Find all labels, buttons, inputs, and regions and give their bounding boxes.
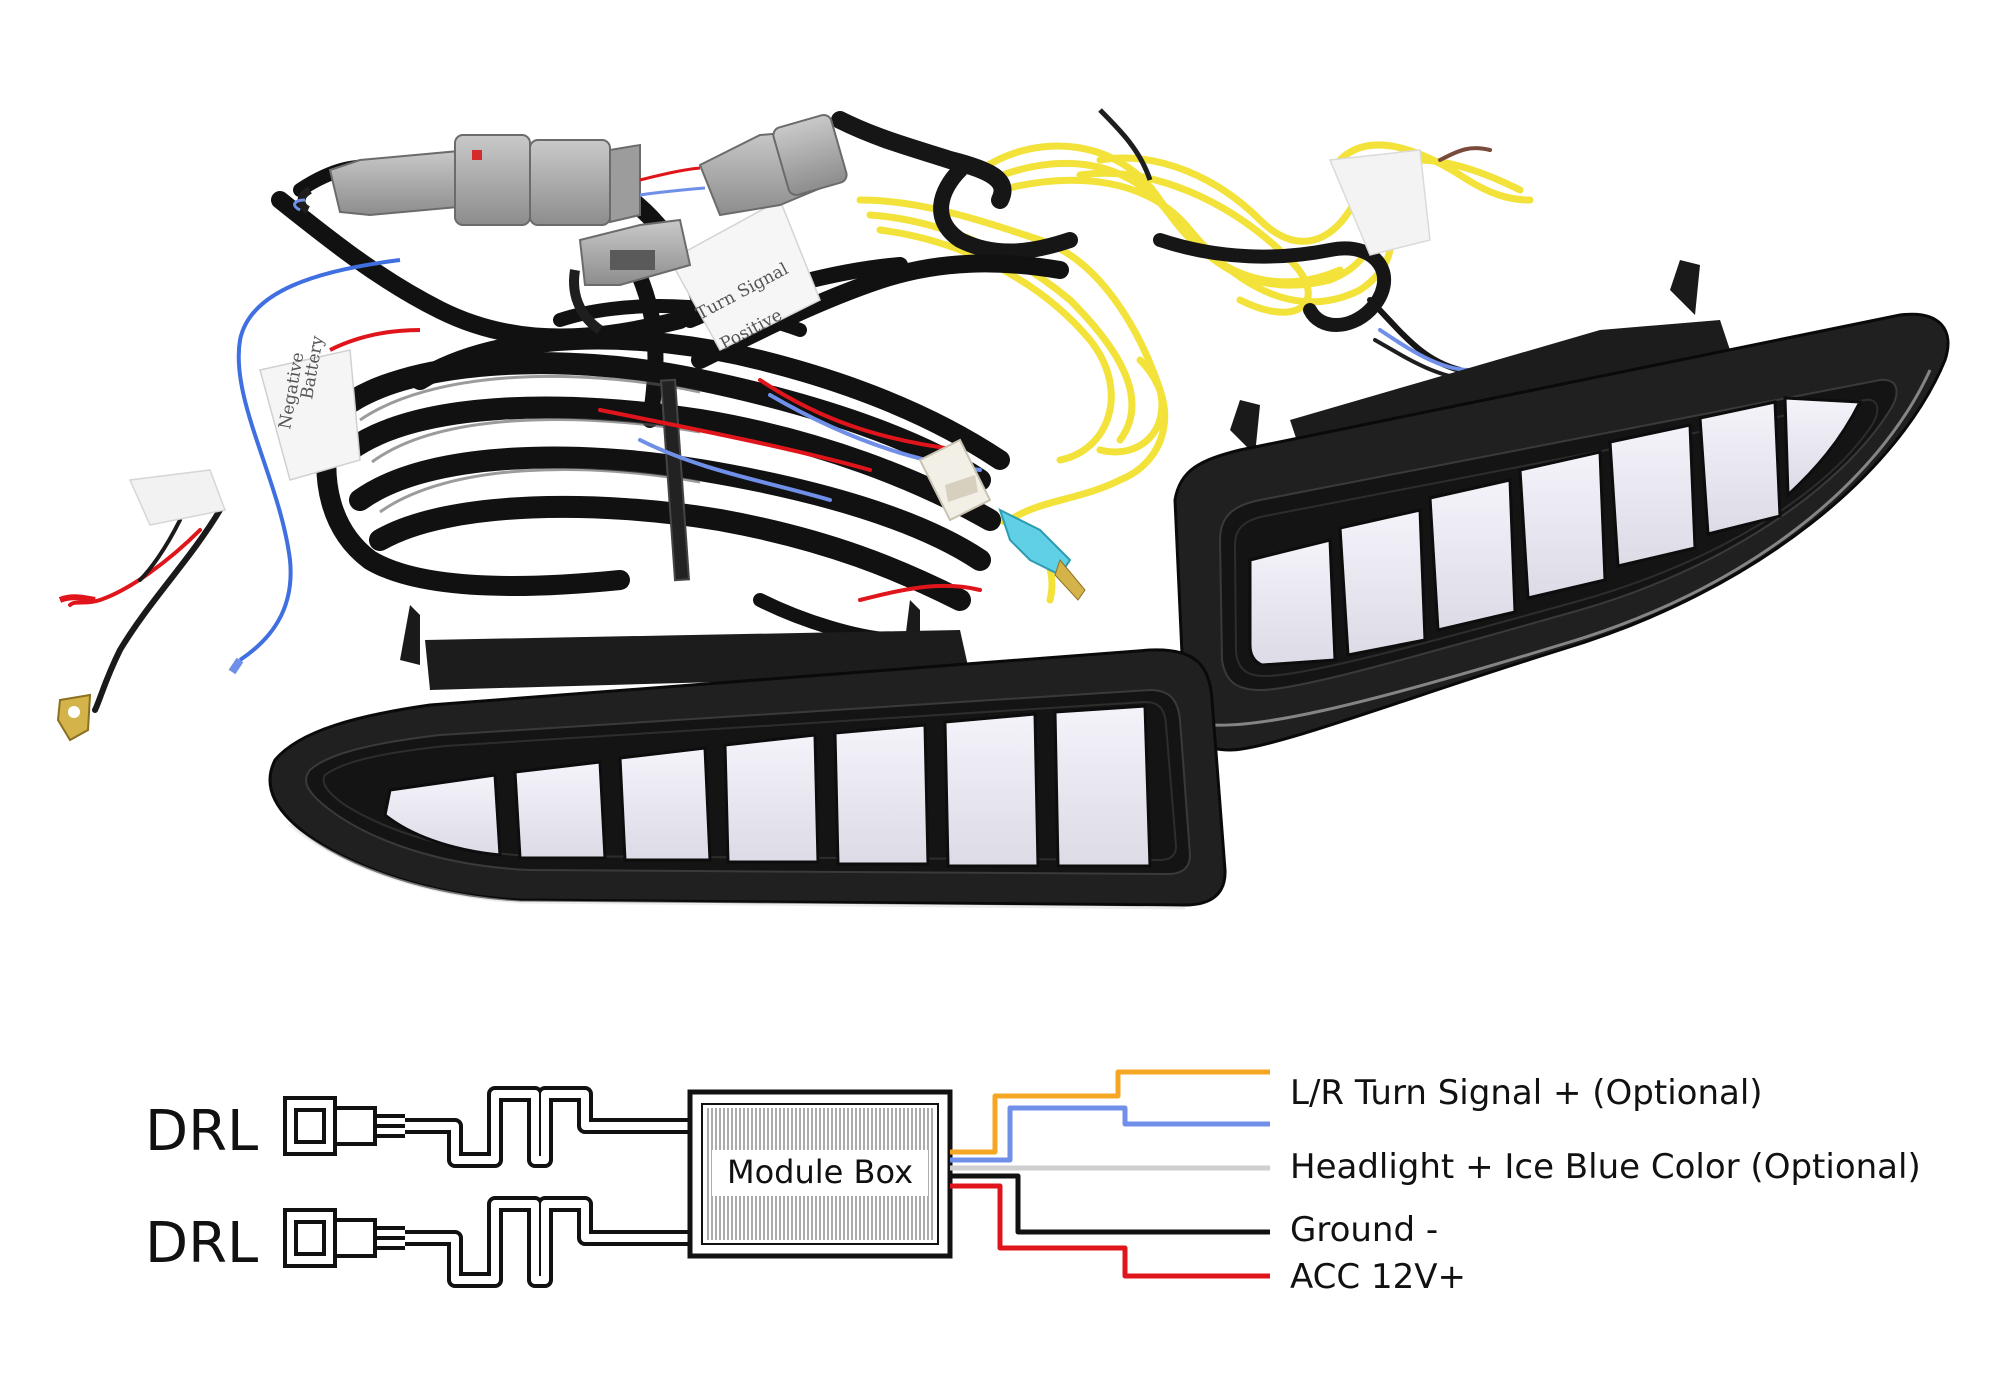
module-box: Module Box [687, 1089, 953, 1259]
drl-label-top: DRL [145, 1099, 258, 1164]
ground-wire [950, 1173, 1270, 1235]
drl-cable [405, 1086, 690, 1168]
turn-signal-wire [950, 1069, 1270, 1155]
cable-tie [659, 378, 691, 582]
module-box-label: Module Box [727, 1153, 913, 1191]
wire-label-headlight: Headlight + Ice Blue Color (Optional) [1290, 1147, 1921, 1187]
turn-signal-label-tag: Turn Signal Positive [668, 198, 821, 354]
blue-signal-wire [950, 1105, 1270, 1163]
lens-segments-right [1248, 396, 1863, 667]
white-sleeve-left [128, 469, 227, 526]
battery-lead [68, 507, 223, 713]
ring-terminal [56, 693, 92, 742]
wire-label-turn-signal: L/R Turn Signal + (Optional) [1290, 1073, 1763, 1113]
gray-connector-center [569, 113, 848, 335]
battery-label-tag: Battery Negative [259, 334, 361, 481]
wire-label-ground: Ground - [1290, 1210, 1438, 1250]
lens-segments-left [383, 704, 1152, 868]
white-tag-right [1328, 149, 1431, 256]
drl-light-bar-right [1173, 260, 1950, 752]
drl-connector-icon [283, 1208, 405, 1268]
wiring-diagram: DRL DRL [145, 1069, 1921, 1297]
output-wires [950, 1069, 1270, 1279]
gray-connector-left [297, 134, 641, 226]
drl-cable [405, 1196, 690, 1288]
blue-lead-left [236, 258, 401, 662]
wire-label-acc: ACC 12V+ [1290, 1257, 1466, 1297]
drl-light-bar-left [268, 600, 1227, 910]
fuse-holder [918, 438, 1086, 601]
acc-wire [950, 1183, 1270, 1279]
drl-label-bottom: DRL [145, 1211, 258, 1276]
black-harness-right [831, 111, 1463, 373]
wiring-harness: Battery Negative Turn Signal Positive [56, 108, 1534, 742]
drl-connector-icon [283, 1096, 405, 1156]
